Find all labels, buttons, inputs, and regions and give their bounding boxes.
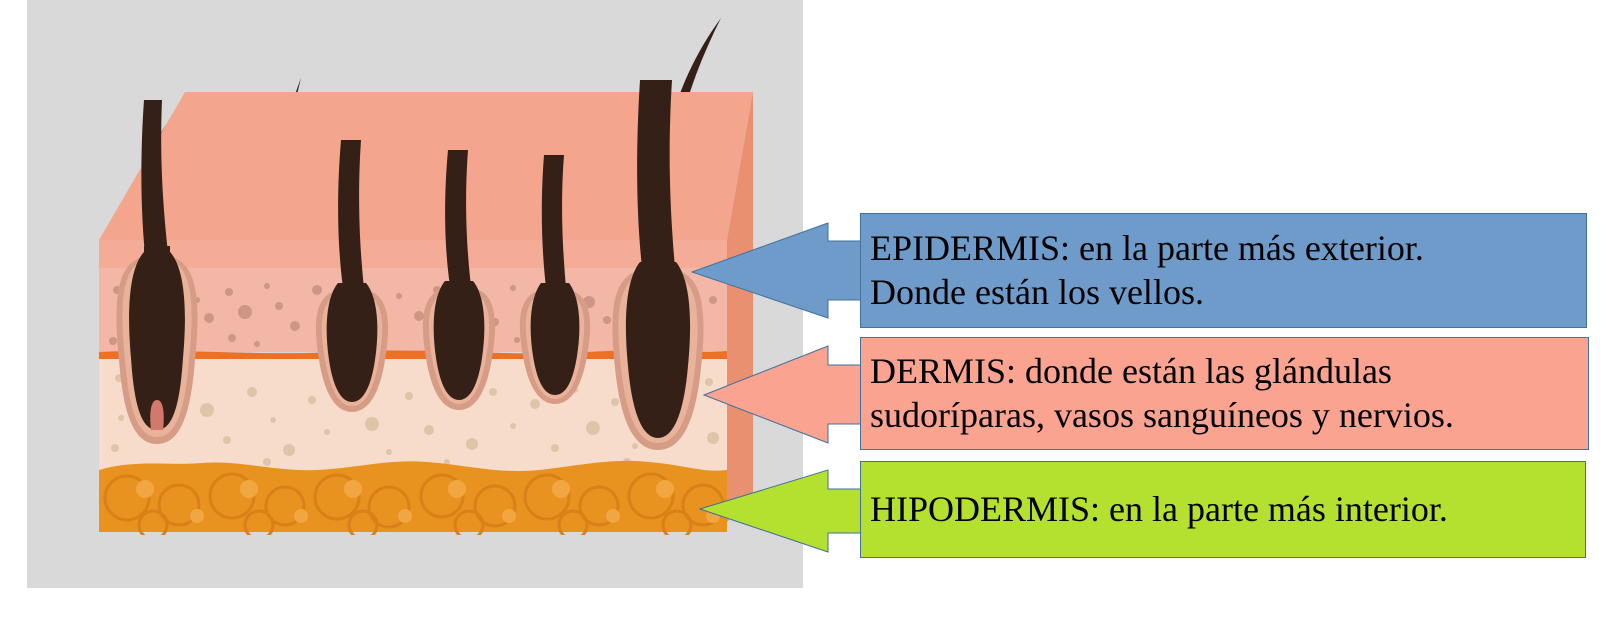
callout-epidermis-box[interactable]: EPIDERMIS: en la parte más exterior. Don… (860, 213, 1587, 328)
epidermis-front-band (99, 240, 727, 268)
callout-epidermis-line-1: EPIDERMIS: en la parte más exterior. (870, 227, 1424, 268)
hypodermis-layer (99, 460, 727, 535)
epidermis-top-surface (99, 92, 753, 240)
hair-follicle-2 (315, 140, 389, 412)
hair-follicles (116, 80, 704, 450)
hair-follicle-3 (422, 150, 496, 410)
fat-cell-texture (103, 472, 725, 535)
callout-dermis-box[interactable]: DERMIS: donde están las glándulas sudorí… (860, 337, 1589, 450)
callout-dermis-line-1: DERMIS: donde están las glándulas (870, 350, 1392, 391)
callout-hipodermis-box[interactable]: HIPODERMIS: en la parte más interior. (860, 461, 1586, 558)
hair-follicle-1 (116, 100, 198, 444)
hair-follicle-4 (519, 155, 591, 404)
callout-hipodermis-line-1: HIPODERMIS: en la parte más interior. (870, 488, 1448, 529)
skin-illustration-panel (27, 0, 803, 588)
callout-epidermis-line-2: Donde están los vellos. (870, 271, 1204, 312)
hair-follicle-5 (612, 80, 704, 450)
fat-cell-highlights (136, 480, 720, 523)
skin-cross-section-svg (99, 18, 753, 535)
callout-dermis-line-2: sudoríparas, vasos sanguíneos y nervios. (870, 394, 1454, 435)
